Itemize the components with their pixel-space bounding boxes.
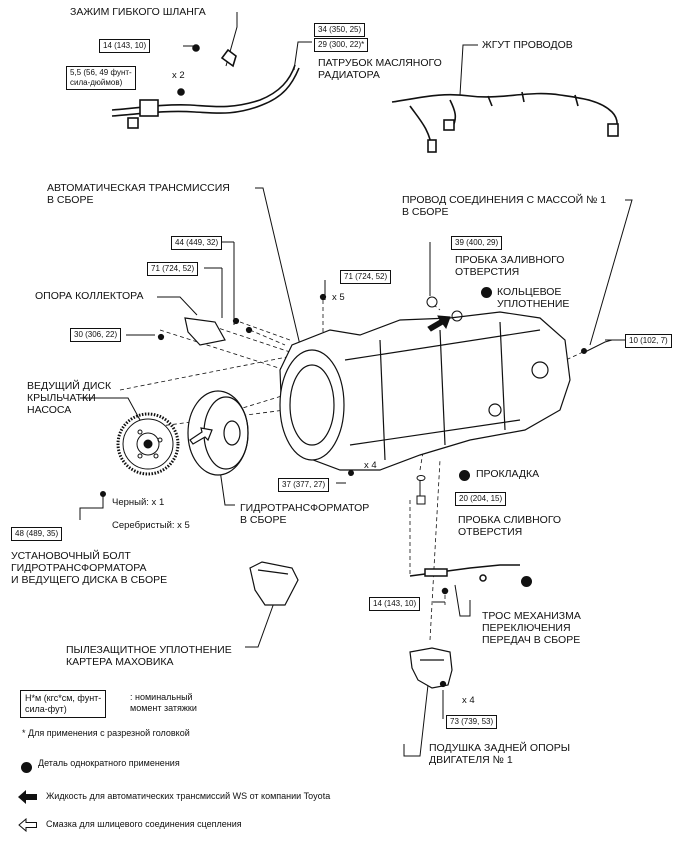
label-wire-harness: ЖГУТ ПРОВОДОВ bbox=[482, 39, 573, 51]
torque-box: 39 (400, 29) bbox=[451, 236, 503, 250]
leader-wire-harness bbox=[459, 44, 478, 96]
label-black-count: Черный: x 1 bbox=[112, 497, 165, 508]
torque-box: 71 (724, 52) bbox=[147, 262, 199, 276]
legend-non-reusable: Деталь однократного применения bbox=[38, 758, 180, 768]
drain-plug-drawing bbox=[348, 339, 613, 505]
label-o-ring: КОЛЬЦЕВОЕ УПЛОТНЕНИЕ bbox=[497, 286, 570, 310]
legend-spline-grease: Смазка для шлицевого соединения сцеплени… bbox=[46, 819, 242, 829]
torque-box: 37 (377, 27) bbox=[278, 478, 330, 492]
leader-auto-trans bbox=[255, 187, 301, 346]
torque-box: 14 (143, 10) bbox=[369, 597, 421, 611]
legend-slotted: * Для применения с разрезной головкой bbox=[22, 728, 190, 738]
torque-box: 71 (724, 52) bbox=[340, 270, 392, 284]
label-drain-plug: ПРОБКА СЛИВНОГО ОТВЕРСТИЯ bbox=[458, 514, 562, 538]
label-shift-cable: ТРОС МЕХАНИЗМА ПЕРЕКЛЮЧЕНИЯ ПЕРЕДАЧ В СБ… bbox=[482, 610, 581, 646]
legend-unit-box: Н*м (кгс*см, фунт- сила-фут) bbox=[20, 690, 107, 718]
leader-manifold bbox=[157, 296, 198, 316]
torque-box: 29 (300, 22)* bbox=[314, 38, 369, 52]
legend-spline-grease-arrow-icon bbox=[18, 818, 37, 832]
spline-grease-arrow bbox=[189, 427, 213, 445]
torque-box: 5,5 (56, 49 фунт- сила-дюймов) bbox=[66, 66, 136, 90]
label-rear-mount: ПОДУШКА ЗАДНЕЙ ОПОРЫ ДВИГАТЕЛЯ № 1 bbox=[429, 742, 571, 766]
count-x4-bolts: x 4 bbox=[364, 460, 377, 471]
label-hose-clamp: ЗАЖИМ ГИБКОГО ШЛАНГА bbox=[70, 6, 206, 18]
leader-setting-bolt bbox=[79, 495, 104, 520]
count-x5: x 5 bbox=[332, 292, 345, 303]
leader-dust-seal bbox=[245, 599, 276, 648]
label-dust-seal: ПЫЛЕЗАЩИТНОЕ УПЛОТНЕНИЕ КАРТЕРА МАХОВИКА bbox=[66, 644, 232, 668]
legend-ws-fluid: Жидкость для автоматических трансмиссий … bbox=[46, 791, 331, 801]
leader-shift-cable bbox=[454, 584, 471, 617]
label-torque-converter: ГИДРОТРАНСФОРМАТОР В СБОРЕ bbox=[240, 502, 370, 526]
torque-box: 10 (102, 7) bbox=[625, 334, 672, 348]
torque-box: 48 (489, 35) bbox=[11, 527, 63, 541]
manifold-support-drawing bbox=[157, 293, 327, 346]
legend-dot-icon bbox=[21, 762, 32, 773]
leader-cooler-pipe bbox=[293, 41, 312, 71]
label-setting-bolt: УСТАНОВОЧНЫЙ БОЛТ ГИДРОТРАНСФОРМАТОРА И … bbox=[11, 550, 168, 586]
torque-box: 34 (350, 25) bbox=[314, 23, 366, 37]
wire-harness-drawing bbox=[391, 91, 619, 153]
oil-cooler-pipe-drawing bbox=[111, 44, 300, 129]
leader-tc bbox=[219, 469, 235, 506]
non-reusable-marker bbox=[521, 576, 532, 587]
leader-rear-mount bbox=[403, 684, 429, 757]
label-ground-wire: ПРОВОД СОЕДИНЕНИЯ С МАССОЙ № 1 В СБОРЕ bbox=[402, 194, 607, 218]
label-cooler-pipe: ПАТРУБОК МАСЛЯНОГО РАДИАТОРА bbox=[318, 57, 442, 81]
torque-box: 30 (306, 22) bbox=[70, 328, 122, 342]
label-manifold-support: ОПОРА КОЛЛЕКТОРА bbox=[35, 290, 144, 302]
torque-box: 14 (143, 10) bbox=[99, 39, 151, 53]
legend-unit-text: : номинальный момент затяжки bbox=[130, 692, 197, 713]
transmission-drawing bbox=[279, 311, 571, 471]
leader-ground-wire bbox=[589, 199, 633, 346]
torque-box: 73 (739, 53) bbox=[446, 715, 498, 729]
count-x2: x 2 bbox=[172, 70, 185, 81]
shift-cable-drawing bbox=[409, 564, 520, 595]
dust-seal-drawing bbox=[249, 561, 299, 606]
label-auto-trans: АВТОМАТИЧЕСКАЯ ТРАНСМИССИЯ В СБОРЕ bbox=[47, 182, 230, 206]
drive-plate-drawing bbox=[100, 412, 180, 497]
non-reusable-marker bbox=[459, 470, 470, 481]
count-x4-mount: x 4 bbox=[462, 695, 475, 706]
legend-ws-fluid-arrow-icon bbox=[18, 790, 37, 804]
torque-box: 44 (449, 32) bbox=[171, 236, 223, 250]
leader-drive-plate bbox=[80, 397, 141, 421]
label-drive-plate: ВЕДУЩИЙ ДИСК КРЫЛЬЧАТКИ НАСОСА bbox=[27, 380, 112, 416]
non-reusable-marker bbox=[481, 287, 492, 298]
torque-box: 20 (204, 15) bbox=[455, 492, 507, 506]
label-filler-plug: ПРОБКА ЗАЛИВНОГО ОТВЕРСТИЯ bbox=[455, 254, 565, 278]
label-gasket: ПРОКЛАДКА bbox=[476, 468, 540, 480]
rear-mount-drawing bbox=[409, 647, 453, 689]
torque-converter-drawing bbox=[187, 390, 249, 476]
ws-fluid-arrow bbox=[427, 315, 451, 332]
filler-plug-drawing bbox=[426, 296, 463, 332]
label-silver-count: Серебристый: x 5 bbox=[112, 520, 190, 531]
